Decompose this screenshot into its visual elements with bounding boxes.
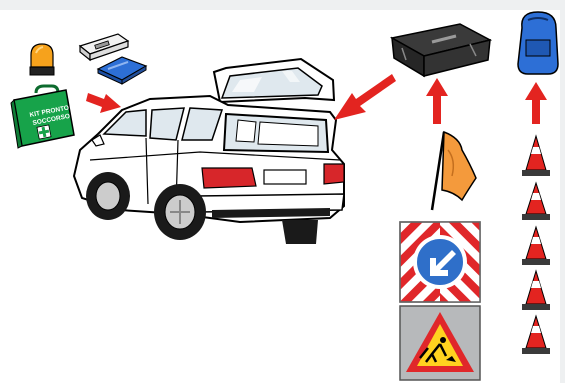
traffic-cone-icon bbox=[522, 271, 550, 310]
arrow-to-car-left bbox=[86, 93, 121, 113]
traffic-cone-icon bbox=[522, 316, 550, 354]
arrow-up-to-case bbox=[426, 78, 448, 124]
roadworks-sign-icon bbox=[400, 306, 480, 380]
station-wagon-open-tailgate-icon bbox=[74, 59, 344, 244]
tool-case-icon bbox=[392, 24, 490, 76]
rotating-beacon-icon bbox=[30, 44, 54, 75]
traffic-cone-icon bbox=[522, 136, 550, 176]
arrow-up-to-backpack bbox=[525, 82, 547, 124]
traffic-cone-icon bbox=[522, 183, 550, 220]
tire-repair-kit-icon bbox=[80, 34, 128, 60]
first-aid-kit-icon: KIT PRONTO SOCCORSO bbox=[11, 86, 74, 148]
arrow-to-car-right bbox=[334, 74, 396, 120]
traffic-cone-icon bbox=[522, 227, 550, 265]
keep-left-sign-icon bbox=[400, 222, 480, 302]
reflective-vest-icon bbox=[98, 57, 146, 84]
warning-flag-icon bbox=[432, 132, 476, 210]
backpack-icon bbox=[518, 12, 558, 74]
